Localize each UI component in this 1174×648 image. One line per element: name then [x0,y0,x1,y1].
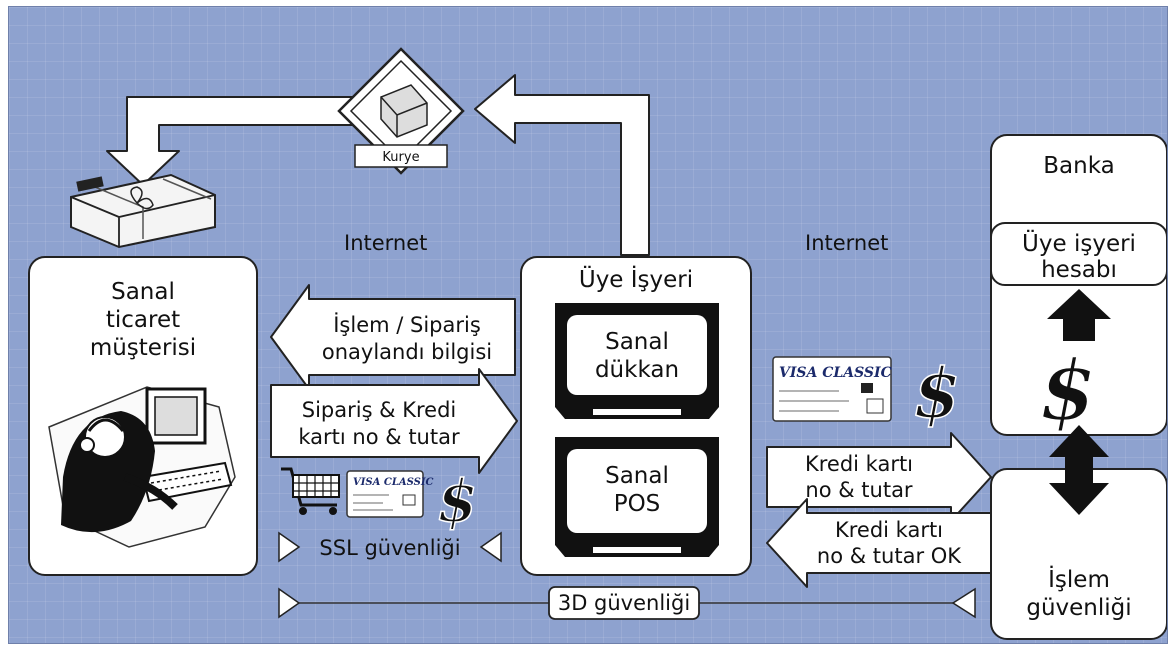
virtual-shop-line1: Sanal [605,329,669,355]
customer-box: Sanal ticaret müşterisi [28,256,258,576]
card-to-bank-arrow: Kredi kartı no & tutar [766,432,992,522]
order-arrow: Sipariş & Kredi kartı no & tutar [270,368,518,474]
card-to-bank-line1: Kredi kartı [805,452,913,476]
credit-card-icon-right: VISA CLASSIC [772,356,892,422]
transaction-security-line1: İşlem [1048,565,1110,593]
courier-label: Kurye [382,150,419,165]
courier-route-arrow [474,74,650,256]
dollar-icon-right: $ [913,354,960,434]
internet-label-left: Internet [344,231,427,255]
ecommerce-flow-diagram: Kurye Internet Internet Sanal ticaret mü… [28,47,1167,640]
3d-security-label: 3D güvenliği [558,591,690,615]
3d-security-line: 3D güvenliği [278,586,976,620]
diagram-background: Kurye Internet Internet Sanal ticaret mü… [8,6,1168,644]
order-arrow-line2: kartı no & tutar [298,425,460,449]
credit-card-icon-left: VISA CLASSIC [346,470,434,518]
approval-arrow-line2: onaylandı bilgisi [322,340,492,364]
virtual-shop-monitor: Sanal dükkan [555,303,719,419]
customer-label-line2: ticaret [106,307,180,333]
bank-account-line2: hesabı [1041,257,1117,283]
dollar-icon-bank: $ [1039,343,1096,439]
bank-title: Banka [1043,153,1114,179]
merchant-title: Üye İşyeri [579,265,693,293]
approval-arrow-line1: İşlem / Sipariş [333,312,481,337]
virtual-pos-line2: POS [614,491,661,517]
up-arrow-icon [1047,289,1111,341]
card-ok-line2: no & tutar OK [817,544,962,568]
ssl-label: SSL güvenliği [319,536,460,560]
merchant-box: Üye İşyeri Sanal dükkan Sanal POS [520,256,752,576]
order-arrow-line1: Sipariş & Kredi [302,398,457,422]
bank-box: Banka Üye işyeri hesabı $ [990,134,1167,440]
shopping-cart-icon [281,467,340,515]
parcel-icon [70,173,216,249]
card-title-right: VISA CLASSIC [779,365,892,381]
double-arrow-icon [1049,425,1109,515]
transaction-security-line2: güvenliği [1026,595,1131,621]
ssl-security-line: SSL güvenliği [278,531,502,563]
card-ok-line1: Kredi kartı [835,518,943,542]
card-to-bank-line2: no & tutar [805,478,913,502]
card-title-left: VISA CLASSIC [353,477,434,488]
virtual-pos-monitor: Sanal POS [555,437,719,557]
virtual-shop-line2: dükkan [595,357,679,383]
dollar-icon-left: $ [437,467,477,535]
bank-account-line1: Üye işyeri [1022,229,1136,257]
virtual-pos-line1: Sanal [605,463,669,489]
card-ok-arrow: Kredi kartı no & tutar OK [766,498,992,588]
courier-return-arrow [106,96,366,186]
customer-label-line1: Sanal [111,279,175,305]
person-at-computer-icon [48,386,236,548]
customer-label-line3: müşterisi [90,335,196,361]
transaction-security-box: İşlem güvenliği [990,468,1167,640]
approval-arrow: İşlem / Sipariş onaylandı bilgisi [270,284,516,390]
courier-icon: Kurye [337,47,465,175]
internet-label-right: Internet [805,231,888,255]
